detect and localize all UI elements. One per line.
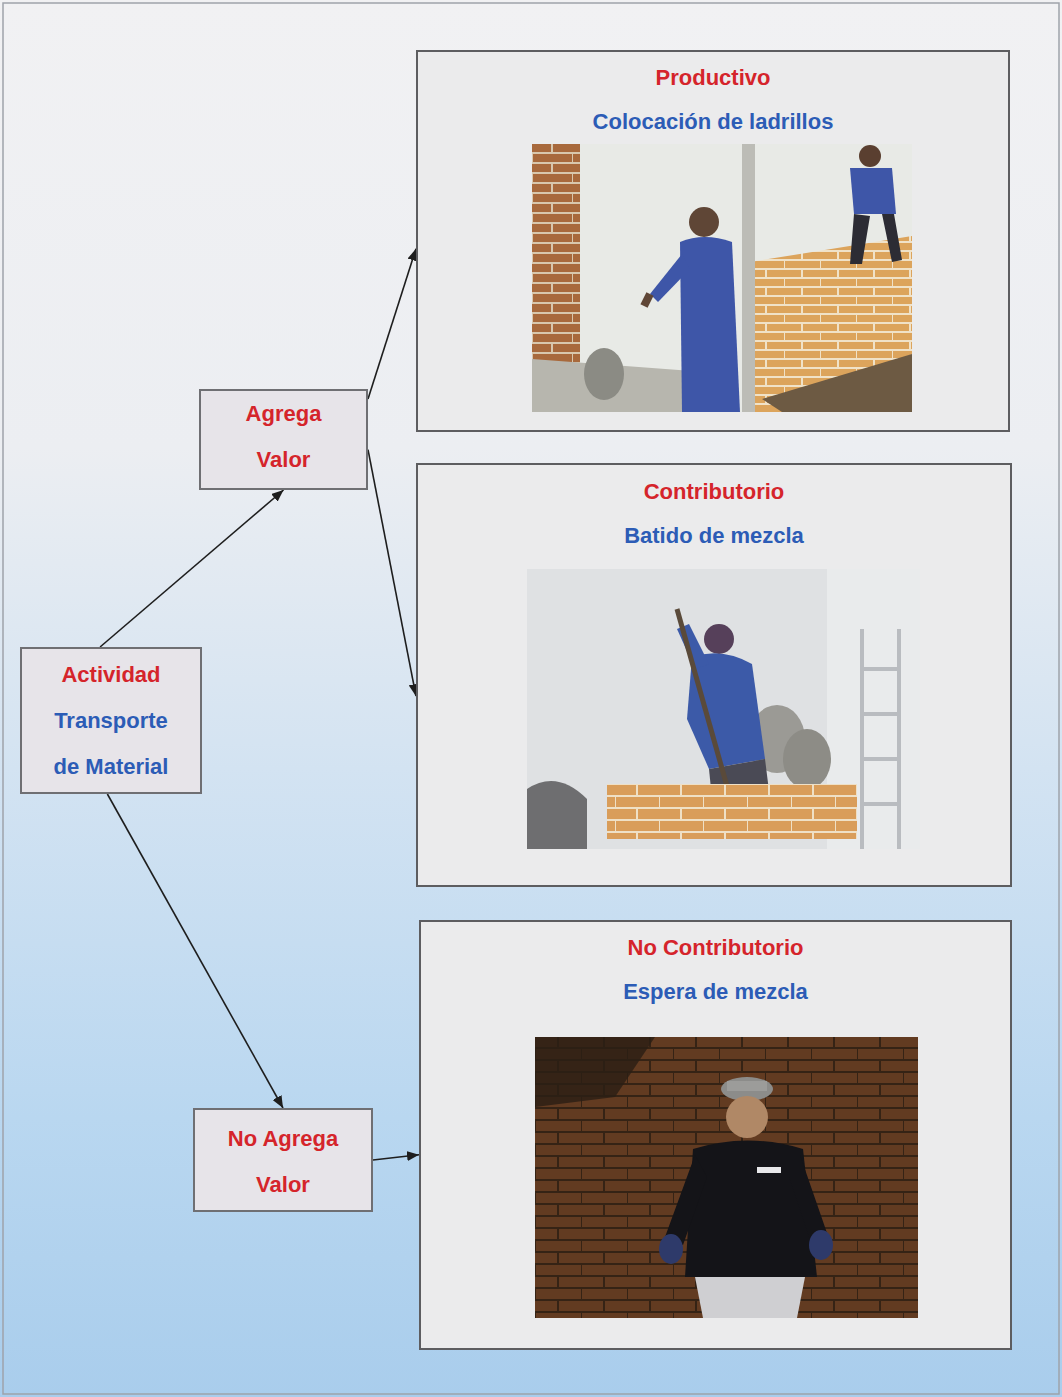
node-subtitle: Espera de mezcla [436, 970, 996, 1014]
arrow-connector [107, 794, 283, 1108]
node-heading: No Contributorio [436, 926, 996, 970]
image-panel: ContributorioBatido de mezcla [416, 463, 1012, 887]
mixing-photo [527, 569, 920, 849]
process-box: No Agrega Valor [193, 1108, 373, 1212]
node-heading: Agrega Valor [229, 391, 339, 483]
node-heading: Actividad [44, 652, 178, 698]
arrow-connector [373, 1155, 419, 1160]
process-box: Agrega Valor [199, 389, 368, 490]
arrow-connector [368, 450, 416, 697]
node-subtitle: Batido de mezcla [434, 514, 994, 558]
waiting-photo [535, 1037, 918, 1318]
arrow-connector [368, 249, 416, 399]
node-subtitle: Transporte de Material [44, 698, 178, 790]
node-heading: Contributorio [434, 470, 994, 514]
node-subtitle: Colocación de ladrillos [433, 100, 993, 144]
node-heading: Productivo [433, 56, 993, 100]
arrow-connector [100, 490, 283, 647]
image-panel: No ContributorioEspera de mezcla [419, 920, 1012, 1350]
node-heading: No Agrega Valor [213, 1116, 353, 1208]
process-box: ActividadTransporte de Material [20, 647, 202, 794]
bricklaying-photo [532, 144, 912, 412]
image-panel: ProductivoColocación de ladrillos [416, 50, 1010, 432]
